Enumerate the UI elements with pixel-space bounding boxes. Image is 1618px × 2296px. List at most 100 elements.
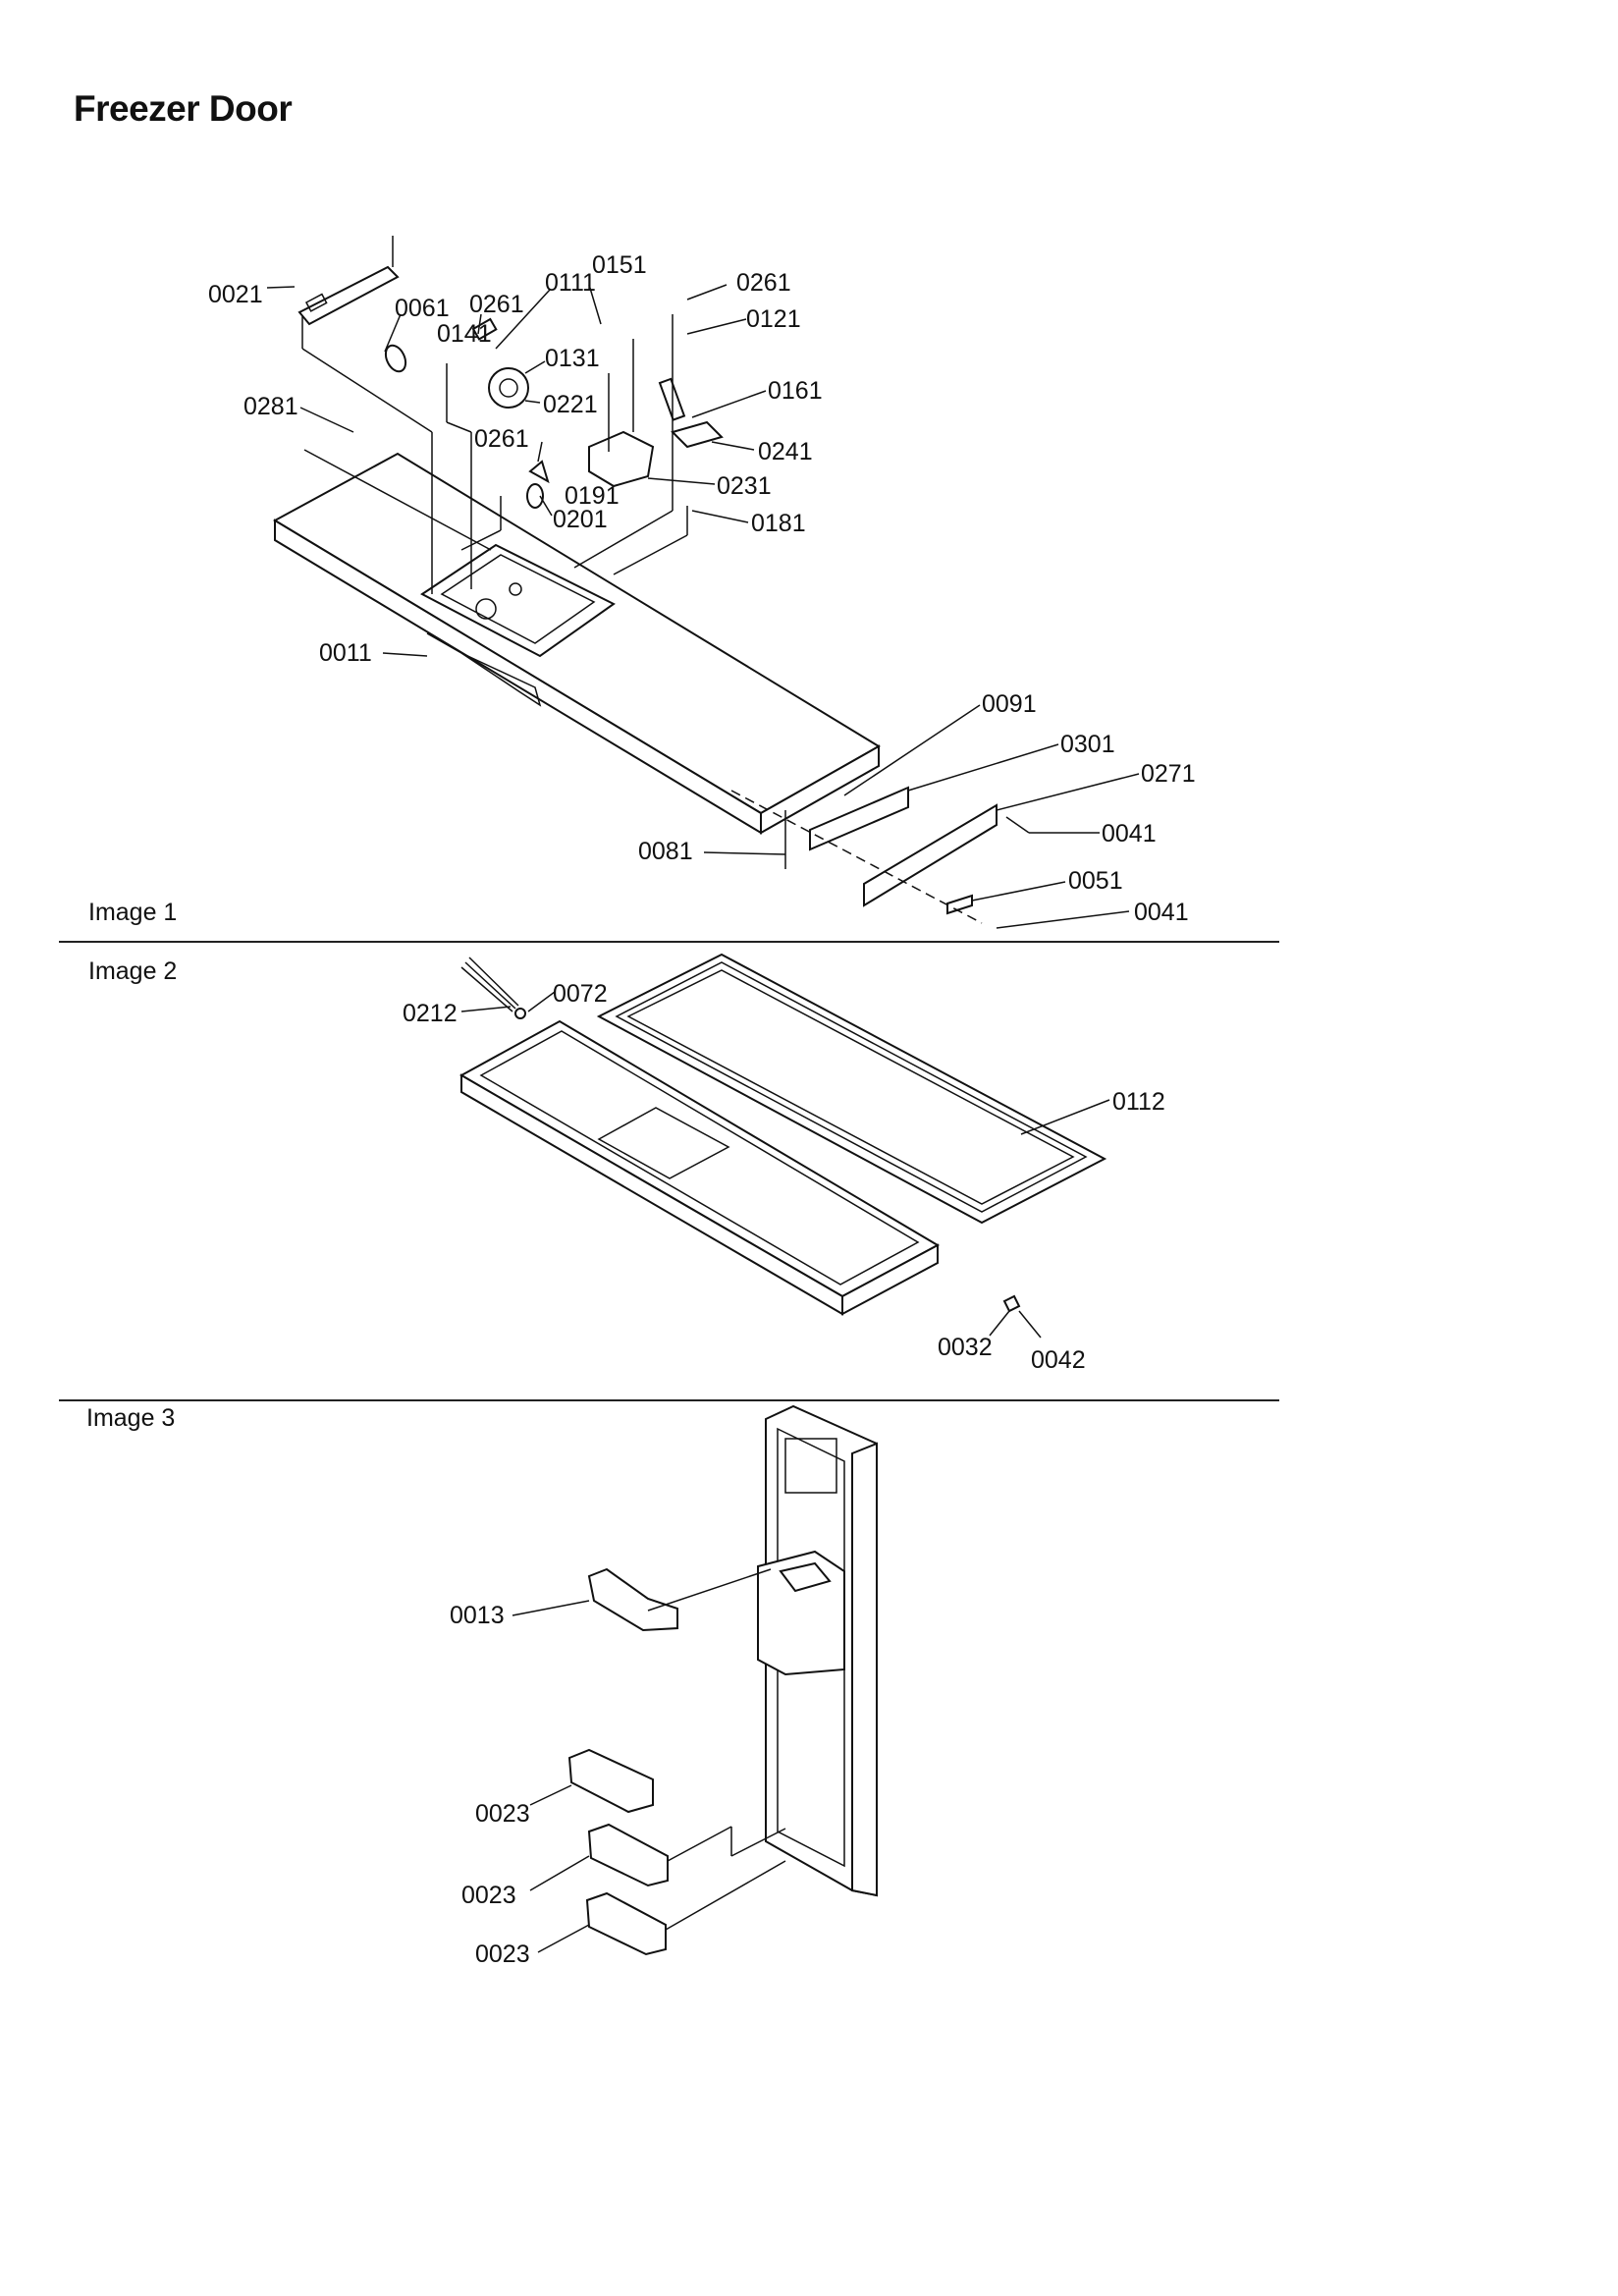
callout-label: 0041 (1102, 820, 1157, 847)
leader-line (524, 400, 541, 404)
leader-line (989, 1310, 1010, 1337)
section-label-image-1: Image 1 (88, 899, 178, 926)
leader-line (384, 313, 402, 353)
assembly-axis (730, 790, 983, 924)
leader-line (495, 289, 551, 350)
callout-label: 0212 (403, 1000, 458, 1027)
leader-line (588, 284, 602, 325)
callout-label: 0051 (1068, 867, 1123, 895)
callout-label: 0301 (1060, 731, 1115, 758)
image-3-assembly: 0013 0023 0023 0023 (450, 1404, 878, 1968)
callout-label: 0261 (469, 291, 524, 318)
door-bin (567, 1748, 654, 1814)
callout-label: 0241 (758, 438, 813, 465)
bracket-part (471, 317, 498, 341)
callout-label: 0261 (474, 425, 529, 453)
leader-line (537, 1924, 590, 1953)
small-fitting (526, 483, 544, 509)
section-divider (59, 941, 1279, 943)
leader-line (691, 390, 767, 418)
door-panel-underside (426, 632, 542, 707)
callout-label: 0041 (1134, 899, 1189, 926)
callout-label: 0271 (1141, 760, 1196, 788)
door-bin (587, 1823, 669, 1887)
switch-part (384, 344, 407, 373)
callout-label: 0013 (450, 1602, 505, 1629)
leader-line (1005, 816, 1030, 834)
callout-label: 0021 (208, 281, 263, 308)
lever-part (671, 420, 724, 449)
callout-label: 0261 (736, 269, 791, 297)
callout-label: 0091 (982, 690, 1037, 718)
trim-strip-0271 (863, 803, 998, 907)
door-panel-edge (851, 1442, 878, 1897)
trim-strip-0301 (809, 786, 909, 851)
section-divider (59, 1399, 1279, 1401)
callout-label: 0111 (545, 269, 596, 297)
leader-line (1018, 1310, 1042, 1339)
leader-line (512, 1600, 590, 1616)
callout-label: 0032 (938, 1334, 993, 1361)
door-gasket (596, 953, 1107, 1225)
actuator-assembly (588, 430, 655, 488)
door-panel-upper-recess (784, 1438, 837, 1494)
callout-label: 0023 (461, 1882, 516, 1909)
assembly-line (667, 1826, 732, 1862)
callout-label: 0023 (475, 1941, 530, 1968)
assembly-line (730, 1828, 786, 1857)
callout-label: 0112 (1112, 1088, 1165, 1116)
leader-line (703, 851, 786, 855)
leader-line (711, 441, 755, 451)
callout-label: 0042 (1031, 1346, 1086, 1374)
assembly-line (573, 510, 674, 569)
callout-label: 0141 (437, 320, 492, 348)
assembly-line (613, 534, 688, 575)
callout-label: 0281 (243, 393, 298, 420)
door-panel-side-edge (760, 744, 880, 835)
solenoid-disc (488, 367, 529, 409)
leader-line (971, 881, 1066, 902)
cover-grille (304, 293, 328, 312)
door-bin (585, 1891, 667, 1956)
dispenser-paddle (779, 1561, 832, 1593)
leader-line (524, 360, 546, 374)
callout-label: 0023 (475, 1800, 530, 1828)
screw (1002, 1294, 1021, 1313)
callout-label: 0151 (592, 251, 647, 279)
leader-line (691, 510, 749, 523)
image-2-assembly: 0212 0072 0112 0032 0042 (403, 953, 1165, 1374)
callout-label: 0072 (553, 980, 608, 1008)
leader-line (529, 1784, 572, 1806)
section-label-image-3: Image 3 (86, 1404, 176, 1432)
callout-label: 0221 (543, 391, 598, 418)
door-liner-inner-edge (479, 1030, 920, 1285)
callout-label: 0121 (746, 305, 801, 333)
leader-line (537, 441, 543, 463)
door-panel-inner (777, 1427, 845, 1868)
callout-label: 0201 (553, 506, 608, 533)
leader-line (996, 910, 1130, 929)
assembly-line (647, 1568, 772, 1612)
callout-label: 0181 (751, 510, 806, 537)
section-label-image-2: Image 2 (88, 957, 178, 985)
small-fitting (528, 460, 550, 484)
assembly-line (460, 529, 502, 551)
callout-label: 0161 (768, 377, 823, 405)
assembly-line (301, 348, 433, 433)
leader-line (266, 286, 296, 289)
leader-line (647, 477, 716, 485)
assembly-line (665, 1860, 786, 1931)
cavity-fitting (475, 598, 497, 620)
leader-line (907, 743, 1059, 792)
screw (514, 1008, 526, 1019)
cavity-fitting (509, 582, 522, 596)
assembly-line (303, 449, 492, 551)
leader-line (460, 1006, 512, 1012)
leader-line (686, 284, 728, 301)
solenoid-disc-hub (499, 378, 518, 398)
callout-label: 0011 (319, 639, 372, 667)
door-liner-side-edge (841, 1243, 939, 1316)
page-title: Freezer Door (74, 88, 293, 129)
leader-line (996, 773, 1140, 811)
